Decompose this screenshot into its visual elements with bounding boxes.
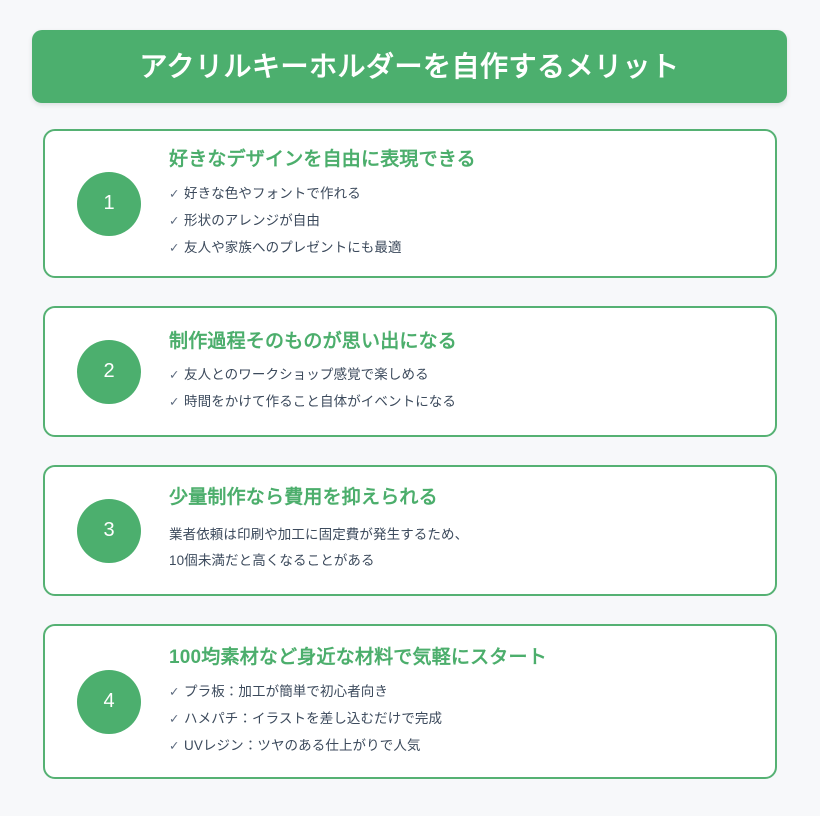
step-number-badge: 4	[77, 669, 141, 734]
header-banner: アクリルキーホルダーを自作するメリット	[32, 30, 787, 103]
list-item-label: UVレジン：ツヤのある仕上がりで人気	[184, 737, 421, 753]
page-title: アクリルキーホルダーを自作するメリット	[139, 50, 680, 82]
check-icon: ✓	[169, 240, 180, 255]
list-item: ✓ 好きな色やフォントで作れる	[169, 184, 749, 205]
benefit-card: 4 100均素材など身近な材料で気軽にスタート ✓ プラ板：加工が簡単で初心者向…	[43, 624, 777, 779]
benefit-card: 3 少量制作なら費用を抑えられる 業者依頼は印刷や加工に固定費が発生するため、 …	[43, 465, 777, 596]
card-body: 少量制作なら費用を抑えられる 業者依頼は印刷や加工に固定費が発生するため、 10…	[169, 486, 757, 574]
list-item: ✓ 時間をかけて作ること自体がイベントになる	[169, 392, 749, 413]
check-icon: ✓	[169, 368, 180, 383]
list-item-label: 形状のアレンジが自由	[184, 212, 320, 228]
benefit-card: 1 好きなデザインを自由に表現できる ✓ 好きな色やフォントで作れる ✓ 形状の…	[43, 129, 777, 278]
card-body: 100均素材など身近な材料で気軽にスタート ✓ プラ板：加工が簡単で初心者向き …	[169, 646, 757, 756]
list-item-label: 好きな色やフォントで作れる	[184, 185, 361, 201]
step-number-badge: 3	[77, 498, 141, 563]
paragraph-line: 業者依頼は印刷や加工に固定費が発生するため、	[169, 527, 469, 543]
card-heading: 制作過程そのものが思い出になる	[169, 330, 458, 352]
card-body: 制作過程そのものが思い出になる ✓ 友人とのワークショップ感覚で楽しめる ✓ 時…	[169, 330, 757, 414]
list-item: ✓ プラ板：加工が簡単で初心者向き	[169, 682, 749, 703]
check-icon: ✓	[169, 213, 180, 228]
list-item-label: 友人とのワークショップ感覚で楽しめる	[184, 367, 429, 383]
card-heading: 100均素材など身近な材料で気軽にスタート	[169, 647, 547, 669]
check-icon: ✓	[169, 186, 180, 201]
list-item: ✓ 友人や家族へのプレゼントにも最適	[169, 238, 749, 259]
list-item-label: 時間をかけて作ること自体がイベントになる	[184, 394, 456, 410]
card-body: 好きなデザインを自由に表現できる ✓ 好きな色やフォントで作れる ✓ 形状のアレ…	[169, 148, 757, 258]
list-item: ✓ UVレジン：ツヤのある仕上がりで人気	[169, 736, 749, 757]
step-number-badge: 2	[77, 339, 141, 404]
paragraph-line: 10個未満だと高くなることがある	[169, 553, 375, 569]
check-icon: ✓	[169, 684, 180, 699]
check-icon: ✓	[169, 711, 180, 726]
list-item: ✓ 形状のアレンジが自由	[169, 211, 749, 232]
list-item-label: プラ板：加工が簡単で初心者向き	[184, 683, 388, 699]
card-heading: 少量制作なら費用を抑えられる	[169, 487, 438, 509]
check-icon: ✓	[169, 738, 180, 753]
list-item: ✓ ハメパチ：イラストを差し込むだけで完成	[169, 709, 749, 730]
card-heading: 好きなデザインを自由に表現できる	[169, 149, 476, 171]
benefit-card: 2 制作過程そのものが思い出になる ✓ 友人とのワークショップ感覚で楽しめる ✓…	[43, 306, 777, 437]
list-item: ✓ 友人とのワークショップ感覚で楽しめる	[169, 365, 749, 386]
benefit-card-list: 1 好きなデザインを自由に表現できる ✓ 好きな色やフォントで作れる ✓ 形状の…	[43, 129, 777, 779]
card-paragraph: 業者依頼は印刷や加工に固定費が発生するため、 10個未満だと高くなることがある	[169, 522, 749, 575]
card-bullet-list: ✓ 友人とのワークショップ感覚で楽しめる ✓ 時間をかけて作ること自体がイベント…	[169, 365, 749, 413]
step-number-badge: 1	[77, 171, 141, 236]
card-bullet-list: ✓ 好きな色やフォントで作れる ✓ 形状のアレンジが自由 ✓ 友人や家族へのプレ…	[169, 184, 749, 259]
check-icon: ✓	[169, 395, 180, 410]
card-bullet-list: ✓ プラ板：加工が簡単で初心者向き ✓ ハメパチ：イラストを差し込むだけで完成 …	[169, 682, 749, 757]
list-item-label: 友人や家族へのプレゼントにも最適	[184, 239, 402, 255]
list-item-label: ハメパチ：イラストを差し込むだけで完成	[184, 710, 443, 726]
